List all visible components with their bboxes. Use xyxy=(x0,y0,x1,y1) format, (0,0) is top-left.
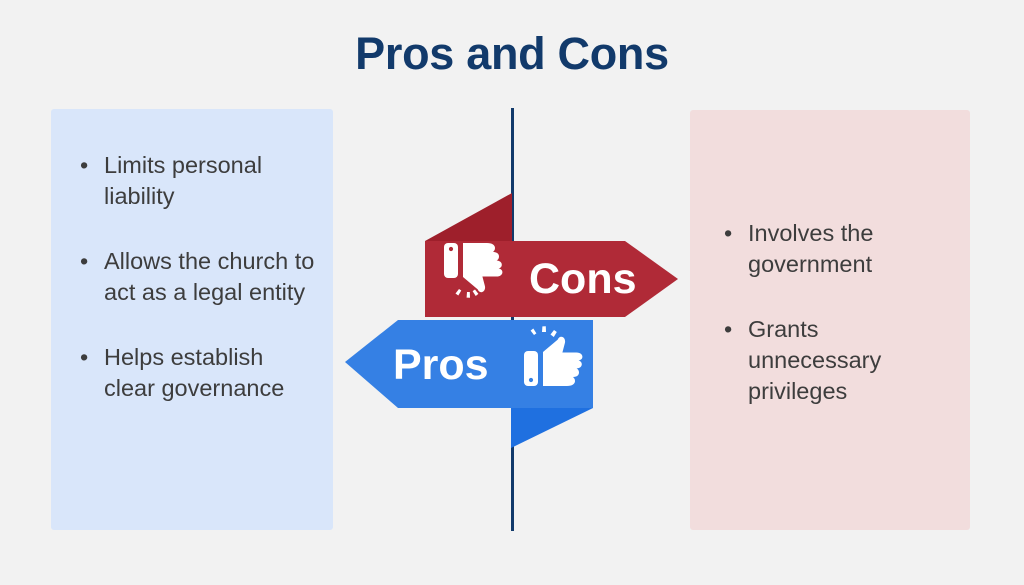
list-item-label: Helps establish clear governance xyxy=(104,344,285,401)
pros-panel: • Limits personal liability • Allows the… xyxy=(51,109,333,530)
cons-banner-label: Cons xyxy=(529,255,637,303)
list-item: • Grants unnecessary privileges xyxy=(722,314,957,407)
thumbs-up-icon xyxy=(524,326,583,386)
bullet-icon: • xyxy=(80,344,89,370)
bullet-icon: • xyxy=(724,316,733,342)
bullet-icon: • xyxy=(724,220,733,246)
cons-panel: • Involves the government • Grants unnec… xyxy=(690,110,970,530)
cons-banner: Cons xyxy=(425,193,680,318)
cons-bullet-list: • Involves the government • Grants unnec… xyxy=(722,218,957,407)
pros-banner: Pros xyxy=(345,316,610,449)
list-item: • Helps establish clear governance xyxy=(78,342,318,404)
cons-banner-fold xyxy=(425,193,512,241)
list-item: • Limits personal liability xyxy=(78,150,318,212)
cons-banner-shape: Cons xyxy=(425,193,678,317)
bullet-icon: • xyxy=(80,152,89,178)
list-item: • Allows the church to act as a legal en… xyxy=(78,246,318,308)
pros-banner-fold xyxy=(511,408,593,448)
list-item-label: Involves the government xyxy=(748,220,874,277)
list-item-label: Limits personal liability xyxy=(104,152,263,209)
page-title: Pros and Cons xyxy=(355,28,669,79)
pros-banner-label: Pros xyxy=(393,341,489,389)
pros-banner-shape: Pros xyxy=(345,320,593,448)
list-item-label: Allows the church to act as a legal enti… xyxy=(104,248,315,305)
pros-bullet-list: • Limits personal liability • Allows the… xyxy=(78,150,318,404)
thumbs-down-icon xyxy=(444,243,503,298)
bullet-icon: • xyxy=(80,248,89,274)
center-divider-line xyxy=(511,108,514,531)
list-item: • Involves the government xyxy=(722,218,957,280)
list-item-label: Grants unnecessary privileges xyxy=(748,316,882,404)
